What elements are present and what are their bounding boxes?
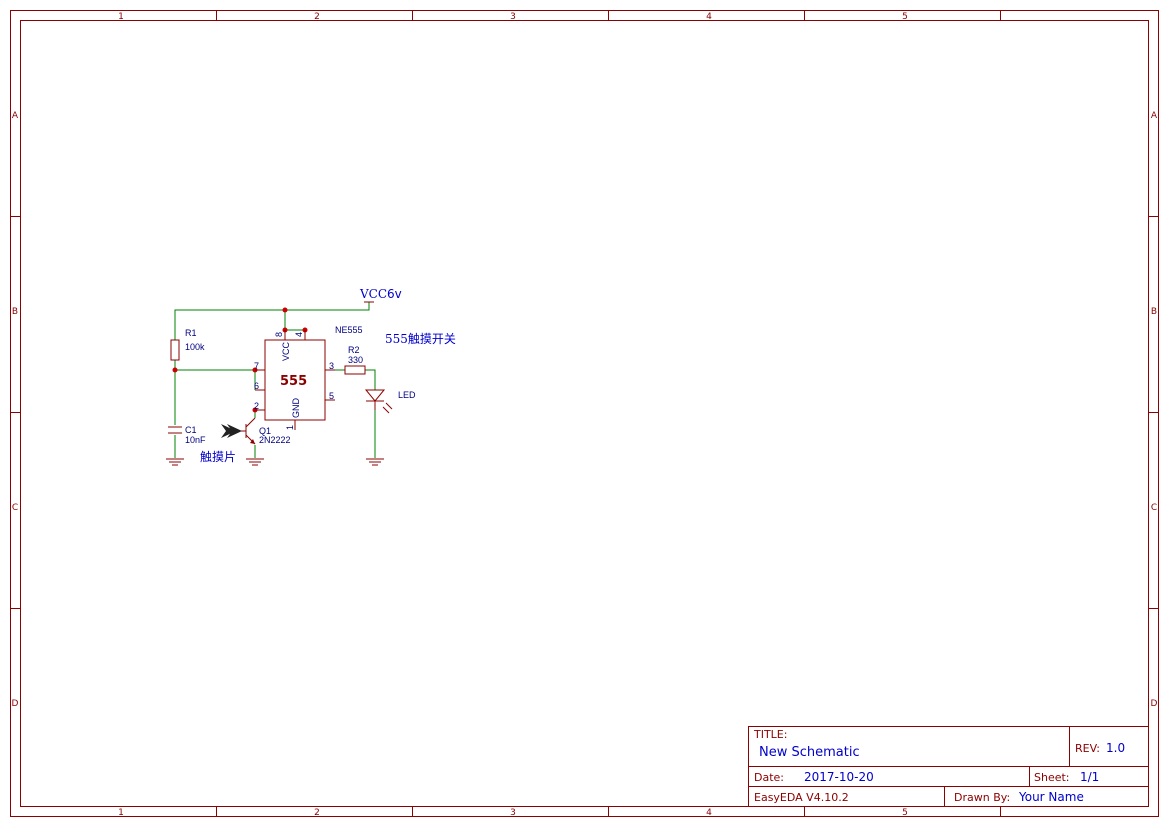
junction-dot (172, 367, 178, 373)
resistor-r1[interactable]: R1 100k (170, 328, 205, 361)
q1-ref: Q1 (259, 426, 271, 436)
row-labels-right: A B C D (1151, 111, 1158, 709)
ic-pin-1: 1 (285, 425, 295, 430)
ground-symbol-led[interactable] (366, 458, 384, 466)
light-ray-icon (382, 406, 390, 414)
row-label: A (12, 111, 19, 121)
sheet-value: 1/1 (1080, 770, 1099, 784)
row-label: D (1151, 699, 1158, 709)
column-label: 2 (314, 12, 320, 22)
ic-part-number: NE555 (335, 325, 363, 335)
title-block: TITLE: New Schematic REV: 1.0 Date: 2017… (748, 726, 1149, 807)
ic-pin-4: 4 (294, 332, 304, 337)
vcc-label: VCC6v (359, 287, 402, 301)
ic-pin-vcc-label: VCC (281, 341, 291, 361)
r2-ref: R2 (348, 345, 360, 355)
column-label: 5 (902, 808, 908, 818)
date-label: Date: (754, 771, 784, 784)
ic-pin-3: 3 (329, 361, 334, 371)
row-label: B (1151, 307, 1157, 317)
ic-pin-2: 2 (254, 401, 259, 411)
column-label: 1 (118, 808, 124, 818)
row-label: A (1151, 111, 1158, 121)
sheet-label: Sheet: (1034, 771, 1070, 784)
led-ref: LED (398, 390, 416, 400)
rev-label: REV: (1075, 742, 1100, 755)
ic-pin-8: 8 (274, 332, 284, 337)
c1-value: 10nF (185, 435, 206, 445)
wire-vcc-rail[interactable] (174, 302, 370, 340)
r1-value: 100k (185, 342, 205, 352)
software-version: EasyEDA V4.10.2 (754, 791, 849, 804)
ic-pin-5: 5 (329, 391, 334, 401)
column-labels-bottom: 1 2 3 4 5 (118, 808, 908, 818)
column-label: 3 (510, 808, 516, 818)
note-touch-switch: 555触摸开关 (385, 332, 456, 346)
column-label: 5 (902, 12, 908, 22)
r1-ref: R1 (185, 328, 197, 338)
ic-555[interactable]: 555 NE555 VCC GND 8 4 7 6 2 1 3 5 (254, 325, 363, 430)
drawn-by-value: Your Name (1018, 790, 1084, 804)
wires (174, 302, 376, 458)
wire-r2-led[interactable] (365, 369, 376, 390)
row-label: C (12, 503, 18, 513)
vcc-power-symbol[interactable]: VCC6v (359, 287, 402, 303)
column-label: 3 (510, 12, 516, 22)
capacitor-c1[interactable]: C1 10nF (168, 425, 206, 445)
date-value: 2017-10-20 (804, 770, 874, 784)
title-value: New Schematic (759, 745, 860, 760)
rev-value: 1.0 (1106, 741, 1125, 755)
ic-pin-6: 6 (254, 381, 259, 391)
ic-pin-gnd-label: GND (291, 398, 301, 419)
row-label: C (1151, 503, 1157, 513)
ic-pin-7: 7 (254, 361, 259, 371)
title-label: TITLE: (753, 728, 787, 741)
column-label: 1 (118, 12, 124, 22)
row-labels-left: A B C D (12, 111, 19, 709)
q1-value: 2N2222 (259, 435, 291, 445)
column-labels-top: 1 2 3 4 5 (118, 12, 908, 22)
drawn-by-label: Drawn By: (954, 791, 1010, 804)
note-touch-pad: 触摸片 (200, 450, 236, 464)
touch-pad-arrow-icon (227, 424, 242, 438)
row-label: D (12, 699, 19, 709)
light-ray-icon (385, 402, 393, 410)
ground-symbol-q1[interactable] (246, 458, 264, 466)
sheet-frame (10, 10, 1159, 817)
column-label: 4 (706, 808, 712, 818)
ground-symbol-c1[interactable] (166, 458, 184, 466)
column-label: 4 (706, 12, 712, 22)
row-label: B (12, 307, 18, 317)
c1-ref: C1 (185, 425, 197, 435)
junction-dot (282, 307, 288, 313)
resistor-r2[interactable]: R2 330 (344, 345, 366, 375)
touch-pad-arrow-icon (221, 424, 236, 438)
r2-value: 330 (348, 355, 363, 365)
column-label: 2 (314, 808, 320, 818)
transistor-q1[interactable]: Q1 2N2222 (221, 417, 291, 445)
led[interactable]: LED (364, 389, 416, 414)
ic-name: 555 (280, 374, 307, 389)
